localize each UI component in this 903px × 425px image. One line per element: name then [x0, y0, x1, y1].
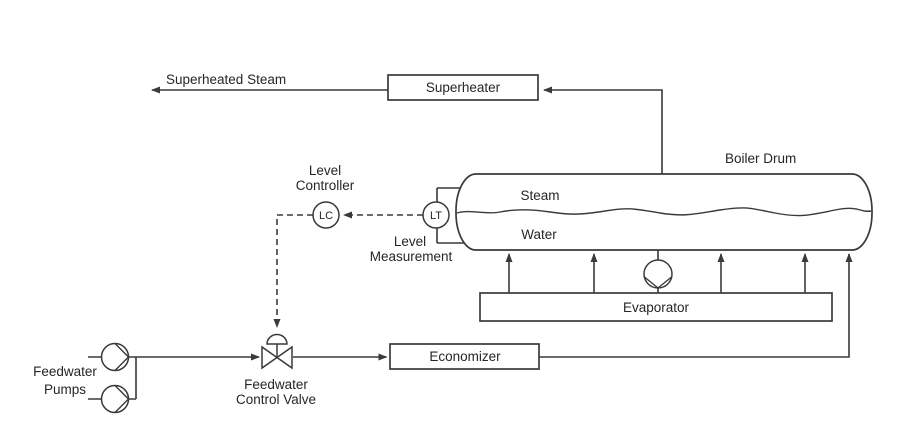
feedwater-valve-caption-line1: Feedwater — [244, 377, 308, 392]
level-transmitter-tag: LT — [430, 210, 442, 222]
superheated-steam-label: Superheated Steam — [166, 72, 286, 87]
level-controller-bubble — [312, 201, 340, 229]
evaporator-label: Evaporator — [623, 300, 690, 315]
economizer-box — [389, 343, 540, 370]
pipe-economizer-to-drum — [539, 253, 853, 358]
pipe-pump-suction-stubs — [88, 356, 102, 400]
level-measurement-caption-line2: Measurement — [370, 249, 453, 264]
pipe-pump-discharge-manifold — [128, 356, 137, 400]
valve-body-right-icon — [275, 345, 293, 370]
evaporator-box — [479, 292, 833, 322]
pipe-drum-to-superheater — [543, 86, 663, 174]
level-controller-tag: LC — [319, 210, 333, 222]
valve-body-left-icon — [261, 345, 279, 370]
feedwater-pumps-caption-line1: Feedwater — [33, 364, 97, 379]
circulation-pump-impeller-icon — [644, 276, 672, 289]
economizer-label: Economizer — [429, 349, 501, 364]
feedwater-pumps-caption-line2: Pumps — [44, 382, 86, 397]
boiler-drum-label: Boiler Drum — [725, 151, 796, 166]
feedwater-valve-caption-line2: Control Valve — [236, 392, 316, 407]
signal-lc-to-valve — [273, 214, 313, 328]
feedwater-pump-a-impeller-icon — [114, 343, 129, 371]
level-transmitter-bubble — [422, 201, 450, 229]
level-controller-caption-line1: Level — [309, 163, 341, 178]
superheater-box — [387, 74, 539, 101]
level-controller-caption-line2: Controller — [296, 178, 355, 193]
water-level-wavy-line — [456, 207, 872, 217]
valve-actuator-diaphragm-icon — [266, 333, 288, 345]
feedwater-pump-a-icon — [100, 342, 130, 372]
level-measurement-caption-line1: Level — [394, 234, 426, 249]
steam-label: Steam — [520, 188, 559, 203]
water-label: Water — [521, 227, 557, 242]
feedwater-pump-b-icon — [100, 384, 130, 414]
superheater-label: Superheater — [426, 80, 501, 95]
boiler-drum-vessel — [455, 173, 873, 251]
circulation-pump-icon — [643, 259, 673, 289]
feedwater-pump-b-impeller-icon — [114, 385, 129, 413]
